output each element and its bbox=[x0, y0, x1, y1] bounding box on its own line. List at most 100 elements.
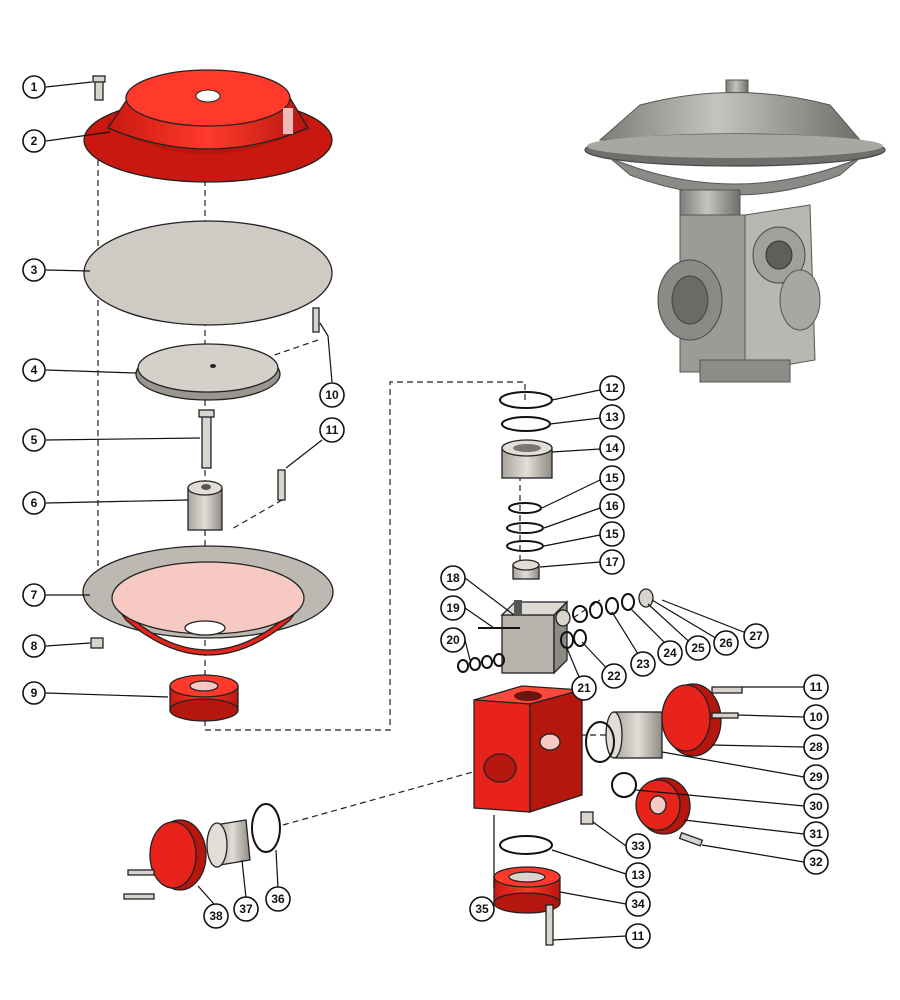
svg-text:16: 16 bbox=[605, 499, 619, 513]
valve-body bbox=[473, 685, 583, 813]
callout-c19: 19 bbox=[440, 595, 466, 621]
upper-seal-stack bbox=[499, 391, 553, 580]
svg-text:29: 29 bbox=[809, 770, 823, 784]
svg-text:19: 19 bbox=[446, 601, 460, 615]
stem-screw bbox=[198, 409, 215, 469]
svg-text:13: 13 bbox=[631, 868, 645, 882]
bottom-cap-assembly bbox=[493, 835, 561, 946]
svg-text:27: 27 bbox=[749, 629, 763, 643]
callout-c2: 2 bbox=[22, 129, 46, 153]
svg-text:38: 38 bbox=[209, 909, 223, 923]
o-ring-30 bbox=[585, 721, 637, 798]
svg-text:36: 36 bbox=[271, 892, 285, 906]
callout-c23: 23 bbox=[630, 651, 656, 677]
svg-text:9: 9 bbox=[31, 686, 38, 700]
nut bbox=[90, 637, 104, 649]
svg-text:35: 35 bbox=[475, 902, 489, 916]
callout-c13a: 13 bbox=[599, 404, 625, 430]
callout-c10a: 10 bbox=[319, 382, 345, 408]
callout-c11c: 11 bbox=[625, 923, 651, 949]
svg-text:8: 8 bbox=[31, 639, 38, 653]
callout-c26: 26 bbox=[713, 630, 739, 656]
callout-c33: 33 bbox=[625, 833, 651, 859]
callout-c31: 31 bbox=[803, 821, 829, 847]
svg-text:15: 15 bbox=[605, 527, 619, 541]
callout-c14: 14 bbox=[599, 435, 625, 461]
callout-c8: 8 bbox=[22, 634, 46, 658]
svg-text:32: 32 bbox=[809, 855, 823, 869]
screw-10-upper bbox=[312, 307, 320, 333]
svg-text:33: 33 bbox=[631, 839, 645, 853]
svg-text:34: 34 bbox=[631, 897, 645, 911]
callout-c11a: 11 bbox=[319, 417, 345, 443]
svg-text:37: 37 bbox=[239, 902, 253, 916]
svg-text:21: 21 bbox=[577, 681, 591, 695]
callout-c12: 12 bbox=[599, 375, 625, 401]
svg-text:24: 24 bbox=[663, 646, 677, 660]
callout-c22: 22 bbox=[601, 663, 627, 689]
callout-c21: 21 bbox=[571, 675, 597, 701]
callout-c16: 16 bbox=[599, 493, 625, 519]
svg-text:3: 3 bbox=[31, 263, 38, 277]
svg-text:14: 14 bbox=[605, 441, 619, 455]
end-cap bbox=[661, 683, 743, 757]
callout-c6: 6 bbox=[22, 491, 46, 515]
callout-c25: 25 bbox=[685, 635, 711, 661]
callout-c15b: 15 bbox=[599, 521, 625, 547]
callout-c36: 36 bbox=[265, 886, 291, 912]
flange-31 bbox=[635, 777, 704, 847]
svg-text:11: 11 bbox=[632, 929, 645, 943]
callout-c15a: 15 bbox=[599, 465, 625, 491]
svg-text:11: 11 bbox=[810, 680, 823, 694]
piston bbox=[605, 711, 663, 759]
assembled-valve-actuator-photo bbox=[584, 79, 886, 383]
leader-lines bbox=[45, 81, 805, 941]
callout-c13b: 13 bbox=[625, 862, 651, 888]
svg-text:4: 4 bbox=[31, 363, 38, 377]
callout-c18: 18 bbox=[440, 565, 466, 591]
svg-text:11: 11 bbox=[326, 423, 339, 437]
lower-diaphragm-case bbox=[82, 545, 334, 656]
callout-c29: 29 bbox=[803, 764, 829, 790]
svg-text:2: 2 bbox=[31, 134, 38, 148]
callout-c32: 32 bbox=[803, 849, 829, 875]
spring-set-20 bbox=[457, 653, 505, 673]
svg-text:10: 10 bbox=[325, 388, 339, 402]
cap-screw bbox=[92, 75, 106, 101]
callout-c24: 24 bbox=[657, 640, 683, 666]
callout-c4: 4 bbox=[22, 358, 46, 382]
svg-text:20: 20 bbox=[446, 633, 460, 647]
callout-c7: 7 bbox=[22, 583, 46, 607]
diaphragm bbox=[83, 220, 333, 326]
callout-c11b: 11 bbox=[803, 674, 829, 700]
svg-text:15: 15 bbox=[605, 471, 619, 485]
callout-c27: 27 bbox=[743, 623, 769, 649]
svg-text:25: 25 bbox=[691, 641, 705, 655]
callout-c1: 1 bbox=[22, 75, 46, 99]
callout-c17: 17 bbox=[599, 549, 625, 575]
svg-text:7: 7 bbox=[31, 588, 38, 602]
adapter-ring bbox=[169, 674, 239, 722]
stem-sleeve bbox=[187, 480, 223, 531]
svg-text:22: 22 bbox=[607, 669, 621, 683]
callout-c10b: 10 bbox=[803, 704, 829, 730]
svg-text:12: 12 bbox=[605, 381, 619, 395]
callout-c34: 34 bbox=[625, 891, 651, 917]
callout-c37: 37 bbox=[233, 896, 259, 922]
callout-c3: 3 bbox=[22, 258, 46, 282]
diaphragm-plate bbox=[135, 343, 281, 401]
svg-text:6: 6 bbox=[31, 496, 38, 510]
callout-c20: 20 bbox=[440, 627, 466, 653]
svg-text:13: 13 bbox=[605, 410, 619, 424]
svg-text:23: 23 bbox=[636, 657, 650, 671]
svg-text:31: 31 bbox=[809, 827, 823, 841]
svg-text:30: 30 bbox=[809, 799, 823, 813]
callout-c35: 35 bbox=[469, 896, 495, 922]
svg-text:17: 17 bbox=[605, 555, 619, 569]
callout-c38: 38 bbox=[203, 903, 229, 929]
callout-c30: 30 bbox=[803, 793, 829, 819]
svg-text:10: 10 bbox=[809, 710, 823, 724]
callout-c5: 5 bbox=[22, 428, 46, 452]
svg-text:1: 1 bbox=[31, 80, 38, 94]
